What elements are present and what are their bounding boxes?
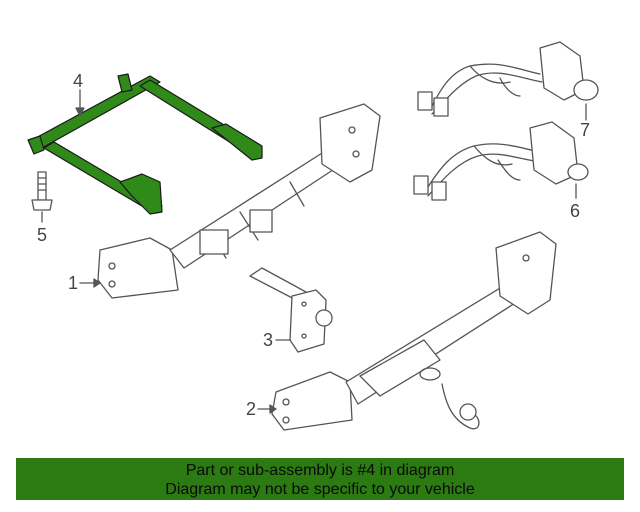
callout-1: 1 (68, 273, 79, 293)
part-4-frame[interactable] (27, 73, 263, 215)
callout-6: 6 (570, 201, 581, 221)
leader-1-arrow (93, 278, 101, 288)
callout-3: 3 (263, 330, 274, 350)
info-banner: Part or sub-assembly is #4 in diagram Di… (16, 458, 624, 500)
callout-7: 7 (580, 120, 591, 140)
part-6-wiring-harness[interactable] (413, 121, 589, 201)
callout-4: 4 (73, 71, 84, 91)
part-5-bolt[interactable] (31, 171, 53, 211)
part-3-receiver[interactable] (249, 267, 333, 353)
banner-line-1: Part or sub-assembly is #4 in diagram (185, 462, 455, 479)
part-2-tow-bar[interactable] (271, 231, 557, 431)
part-1-tow-bar[interactable] (97, 103, 381, 299)
leader-2-arrow (269, 404, 277, 414)
parts-diagram (27, 41, 599, 431)
callout-5: 5 (37, 225, 48, 245)
leader-4-arrow (75, 107, 85, 117)
part-7-wiring-harness[interactable] (417, 41, 599, 121)
callout-2: 2 (246, 399, 257, 419)
banner-line-2: Diagram may not be specific to your vehi… (165, 481, 475, 498)
